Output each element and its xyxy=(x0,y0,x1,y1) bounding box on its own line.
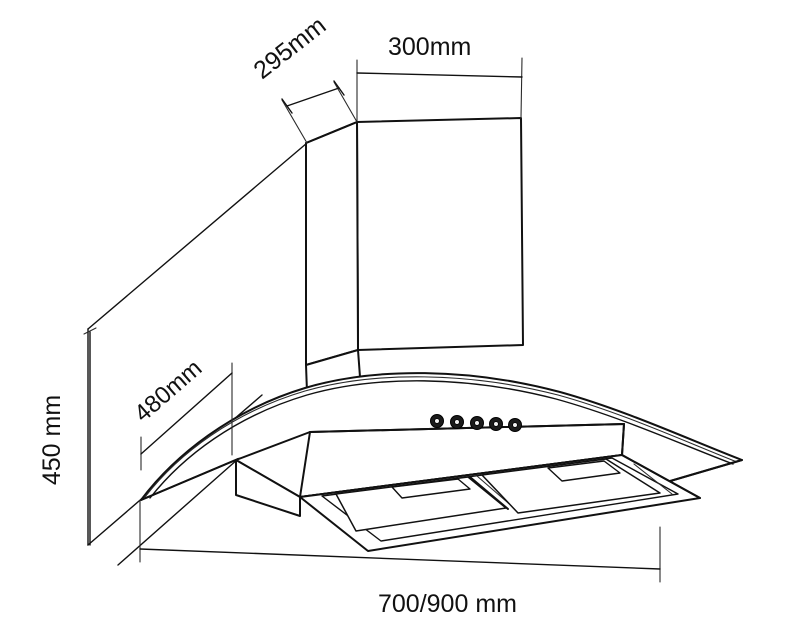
filter-tray xyxy=(299,454,701,552)
hood-body-top-edge xyxy=(309,423,625,433)
glass-canopy-edge-arc xyxy=(144,376,738,498)
dim-label-300mm: 300mm xyxy=(388,33,471,61)
dimension-hood-depth xyxy=(140,362,233,471)
upper-chimney-duct xyxy=(305,117,524,366)
wall-top-edge xyxy=(87,142,308,330)
hood-body-left-break xyxy=(299,431,311,498)
filter-tray-right-fold xyxy=(621,454,701,499)
glass-canopy-left-fold xyxy=(140,458,239,501)
dim-ext-300-b xyxy=(520,57,523,119)
grease-filter-right[interactable] xyxy=(481,458,661,514)
control-button-3[interactable] xyxy=(470,416,484,430)
dim-line-width xyxy=(139,548,661,570)
dim-line-295 xyxy=(286,87,340,107)
dim-line-300 xyxy=(356,72,523,78)
dim-tick-450-top xyxy=(83,327,97,335)
upper-chimney-top-edge xyxy=(305,121,358,144)
filter-right-panel[interactable] xyxy=(481,458,661,514)
upper-chimney-front-face xyxy=(356,117,524,351)
filter-left-handle[interactable] xyxy=(391,478,471,499)
glass-canopy-inner-arc xyxy=(149,380,734,499)
hood-body-left-endcap xyxy=(235,459,301,517)
wall-projection-line xyxy=(117,458,239,566)
control-panel[interactable] xyxy=(430,414,522,432)
filter-right-handle[interactable] xyxy=(547,460,621,482)
dimension-hood-width xyxy=(139,499,661,583)
dimension-hood-height xyxy=(83,327,97,546)
dimension-chimney-width xyxy=(356,57,523,123)
dimension-chimney-depth xyxy=(281,80,358,144)
dim-label-295mm: 295mm xyxy=(248,11,331,84)
control-button-4[interactable] xyxy=(489,417,503,431)
control-button-1[interactable] xyxy=(430,414,444,428)
control-button-5[interactable] xyxy=(508,418,522,432)
dim-tick-295-a xyxy=(281,98,293,114)
hood-body-right-break xyxy=(621,423,625,456)
dim-tick-295-b xyxy=(333,80,345,96)
dim-line-480 xyxy=(140,372,233,455)
control-button-2[interactable] xyxy=(450,415,464,429)
dim-label-450mm: 450 mm xyxy=(38,395,66,485)
dim-label-480mm: 480mm xyxy=(129,355,207,428)
upper-chimney-side-face xyxy=(305,121,359,366)
filter-tray-right-crease xyxy=(633,463,673,495)
filter-divider xyxy=(469,476,509,510)
dim-label-700-900mm: 700/900 mm xyxy=(378,590,517,618)
dim-ext-295-a xyxy=(281,99,308,144)
